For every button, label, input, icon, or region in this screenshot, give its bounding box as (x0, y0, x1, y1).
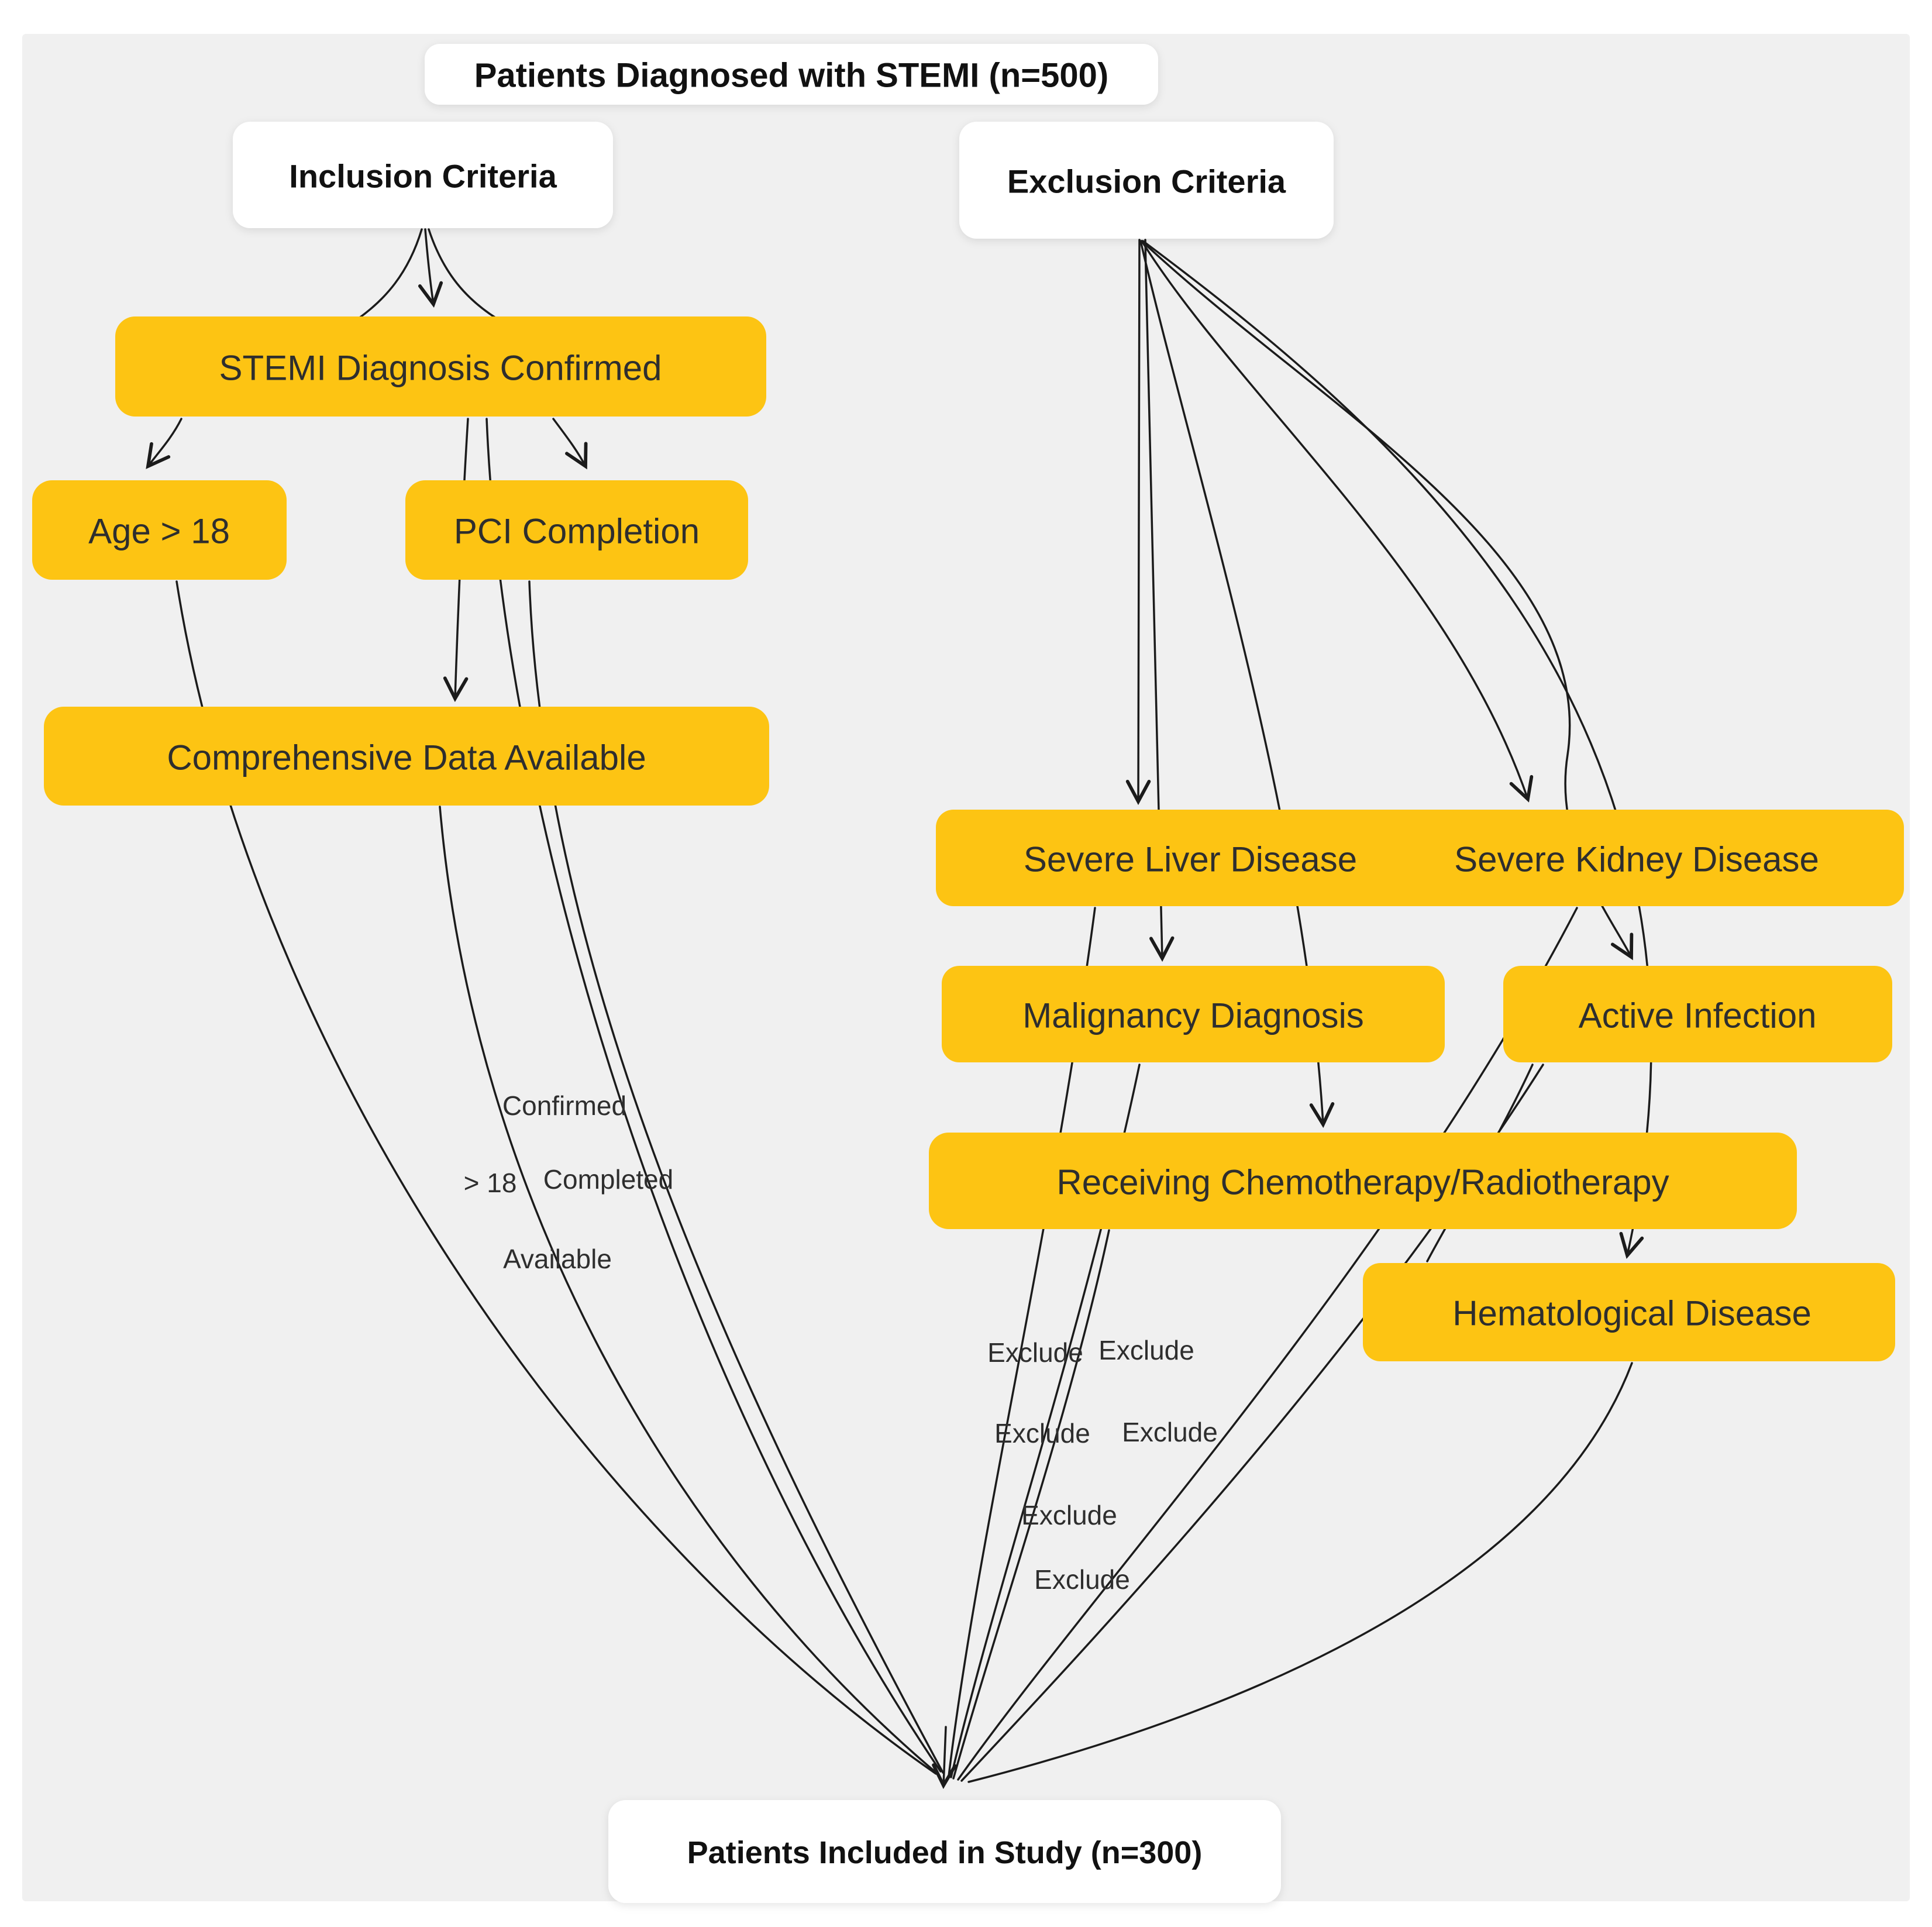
hema-node-box (1363, 1263, 1895, 1361)
edge-label-exclude-4: Exclude (1122, 1417, 1218, 1447)
edge-inclusion-to-stemi (418, 228, 443, 308)
liver-node-text: Severe Liver Disease (1024, 840, 1357, 879)
pci-node-box (405, 480, 748, 580)
kidney-node-text: Severe Kidney Disease (1454, 840, 1819, 879)
edge-inclusion-fan-left (357, 228, 423, 320)
edge-label-exclude-6: Exclude (1034, 1564, 1130, 1595)
exclusion-header-text: Exclusion Criteria (1007, 163, 1286, 200)
edge-exclusion-to-kidney (1141, 240, 1534, 803)
edge-label-age: > 18 (464, 1168, 517, 1198)
title-text: Patients Diagnosed with STEMI (n=500) (474, 57, 1108, 95)
result-node-box (608, 1800, 1281, 1903)
edge-label-exclude-3: Exclude (994, 1418, 1090, 1448)
malignancy-node-text: Malignancy Diagnosis (1022, 996, 1364, 1035)
edge-exclusion-to-liver (1125, 239, 1151, 806)
liver-node-box (936, 810, 1462, 906)
inclusion-header-box (233, 122, 613, 228)
infection-node-text: Active Infection (1579, 996, 1817, 1035)
infection-node-box (1503, 966, 1892, 1062)
edge-label-exclude-1: Exclude (987, 1337, 1083, 1368)
kidney-node-box (1369, 810, 1904, 906)
hema-node-text: Hematological Disease (1452, 1294, 1812, 1333)
title-box (425, 44, 1158, 105)
edge-available-to-result (439, 806, 940, 1776)
edge-chemo-exclude (952, 1229, 1110, 1780)
inclusion-header-text: Inclusion Criteria (289, 158, 557, 195)
pci-node-text: PCI Completion (454, 512, 700, 551)
age-node-text: Age > 18 (88, 512, 230, 551)
edge-hema-exclude (967, 1362, 1633, 1783)
edge-inclusion-fan-right (428, 228, 498, 320)
stemi-node-text: STEMI Diagnosis Confirmed (219, 349, 662, 388)
nodes: Patients Diagnosed with STEMI (n=500) In… (32, 44, 1904, 1903)
edge-label-exclude-2: Exclude (1098, 1335, 1194, 1365)
chemo-node-box (929, 1133, 1797, 1229)
edge-into-result-arrow (932, 1726, 957, 1790)
exclusion-header-box (959, 122, 1334, 239)
stemi-node-box (115, 316, 766, 417)
age-node-box (32, 480, 287, 580)
edge-label-confirmed: Confirmed (502, 1090, 626, 1121)
edge-labels: Confirmed > 18 Completed Available Exclu… (464, 1090, 1218, 1595)
edge-confirmed-to-result (485, 418, 942, 1773)
edge-label-available: Available (503, 1244, 612, 1274)
edge-kidney-exclude (957, 907, 1578, 1781)
edge-stemi-to-age (146, 418, 182, 469)
edge-label-completed: Completed (543, 1164, 673, 1195)
malignancy-node-box (942, 966, 1445, 1062)
edge-label-exclude-5: Exclude (1021, 1500, 1117, 1530)
data-node-text: Comprehensive Data Available (167, 738, 646, 777)
chemo-node-text: Receiving Chemotherapy/Radiotherapy (1056, 1163, 1669, 1202)
edge-stemi-to-pci (552, 418, 588, 470)
data-node-box (44, 707, 769, 806)
result-node-text: Patients Included in Study (n=300) (687, 1835, 1203, 1870)
